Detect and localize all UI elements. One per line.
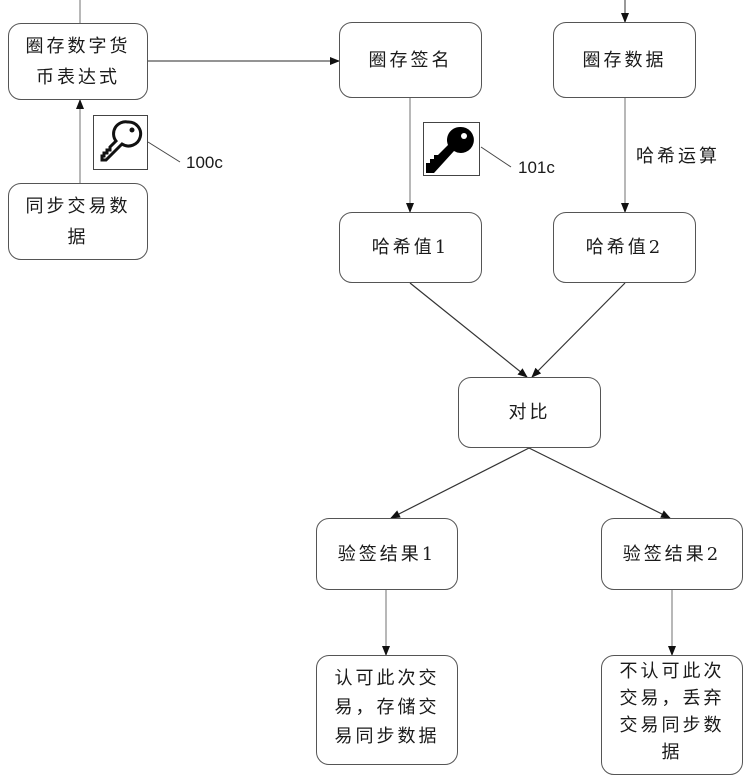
node-verify-result-2[interactable]: 验签结果2 bbox=[601, 518, 743, 590]
edge-n7-n8 bbox=[390, 447, 530, 519]
node-text: 认可此次交易，存储交易同步数据 bbox=[334, 668, 440, 747]
ref-label-101c: 101c bbox=[518, 158, 555, 177]
node-locked-signature[interactable]: 圈存签名 bbox=[339, 22, 482, 98]
leader-101c bbox=[480, 146, 512, 168]
node-text: 哈希值1 bbox=[371, 237, 450, 258]
leader-100c bbox=[147, 141, 181, 163]
edge-label-hash-operation: 哈希运算 bbox=[636, 146, 720, 167]
node-text: 不认可此次交易，丢弃交易同步数据 bbox=[619, 661, 725, 763]
edge-n5-n7 bbox=[409, 282, 528, 378]
key-filled-icon bbox=[423, 122, 480, 176]
node-text: 验签结果2 bbox=[622, 543, 722, 565]
node-text: 验签结果1 bbox=[337, 543, 437, 565]
node-text: 圈存签名 bbox=[368, 49, 453, 71]
node-locked-data[interactable]: 圈存数据 bbox=[553, 22, 696, 98]
node-hash-value-2[interactable]: 哈希值2 bbox=[553, 212, 696, 283]
node-reject-transaction[interactable]: 不认可此次交易，丢弃交易同步数据 bbox=[601, 655, 743, 775]
key-outline-icon bbox=[93, 115, 148, 170]
node-text: 圈存数据 bbox=[582, 49, 667, 71]
edge-n6-n7 bbox=[531, 282, 626, 378]
node-sync-transaction-data[interactable]: 同步交易数据 bbox=[8, 183, 148, 260]
edge-n7-n9 bbox=[528, 447, 671, 519]
node-accept-transaction[interactable]: 认可此次交易，存储交易同步数据 bbox=[316, 655, 458, 765]
node-verify-result-1[interactable]: 验签结果1 bbox=[316, 518, 458, 590]
node-hash-value-1[interactable]: 哈希值1 bbox=[339, 212, 482, 283]
node-compare[interactable]: 对比 bbox=[458, 377, 601, 448]
ref-label-100c: 100c bbox=[186, 153, 223, 172]
node-text: 哈希值2 bbox=[585, 237, 664, 258]
diagram-canvas bbox=[76, 0, 676, 656]
node-locked-currency-expression[interactable]: 圈存数字货币表达式 bbox=[8, 23, 148, 100]
node-text: 圈存数字货币表达式 bbox=[25, 35, 131, 88]
node-text: 同步交易数据 bbox=[25, 195, 131, 248]
node-text: 对比 bbox=[508, 402, 551, 423]
